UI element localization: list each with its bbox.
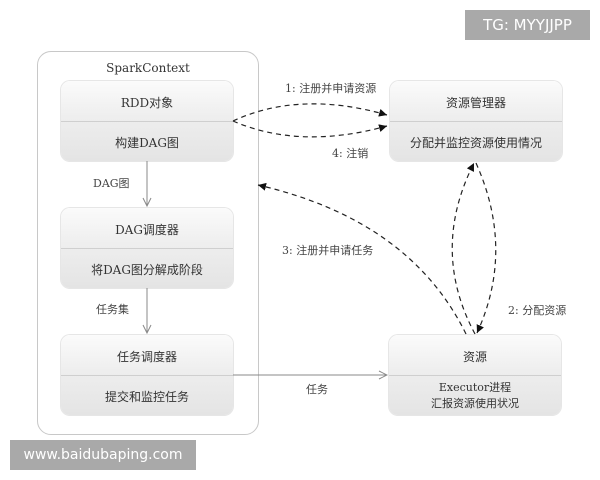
watermark-top-right: TG: MYYJJPP [465, 10, 590, 40]
watermark-bottom-left: www.baidubaping.com [10, 440, 196, 470]
rdd-object-box: RDD对象 构建DAG图 [61, 81, 233, 161]
dag-scheduler-box: DAG调度器 将DAG图分解成阶段 [61, 208, 233, 288]
submit-monitor-label: 提交和监控任务 [104, 390, 189, 404]
build-dag-label: 构建DAG图 [115, 136, 179, 150]
label-dag-graph: DAG图 [93, 177, 130, 190]
resource-executor-box: 资源 Executor进程 汇报资源使用状况 [389, 335, 561, 415]
label-step2: 2: 分配资源 [508, 304, 567, 317]
allocate-monitor-label: 分配并监控资源使用情况 [409, 136, 542, 150]
arrow-step2-allocate-up [451, 162, 476, 335]
watermark-text: TG: MYYJJPP [483, 16, 572, 34]
report-usage-label: 汇报资源使用状况 [431, 397, 519, 410]
rdd-object-label: RDD对象 [120, 96, 174, 110]
box-divider [389, 375, 561, 376]
dag-scheduler-label: DAG调度器 [115, 223, 179, 237]
label-task-set: 任务集 [96, 303, 129, 316]
spark-context-title: SparkContext [106, 61, 190, 75]
arrow-step1-register [232, 103, 388, 122]
box-divider [61, 375, 233, 376]
resource-manager-box: 资源管理器 分配并监控资源使用情况 [390, 81, 562, 161]
label-task: 任务 [306, 383, 328, 396]
task-scheduler-box: 任务调度器 提交和监控任务 [61, 335, 233, 415]
resource-label: 资源 [462, 350, 487, 364]
box-divider [61, 121, 233, 122]
resource-manager-label: 资源管理器 [445, 96, 506, 110]
executor-process-label: Executor进程 [438, 381, 512, 394]
arrow-step4-deregister [232, 120, 388, 138]
label-step4: 4: 注销 [332, 147, 369, 160]
arrow-step2-allocate-down [475, 162, 497, 334]
arrow-step3-register-task [257, 182, 467, 335]
label-step3: 3: 注册并申请任务 [282, 244, 374, 257]
label-step1: 1: 注册并申请资源 [285, 82, 377, 95]
box-divider [390, 121, 562, 122]
box-divider [61, 248, 233, 249]
task-scheduler-label: 任务调度器 [116, 350, 177, 364]
watermark-text: www.baidubaping.com [23, 447, 183, 463]
split-stages-label: 将DAG图分解成阶段 [91, 263, 203, 277]
